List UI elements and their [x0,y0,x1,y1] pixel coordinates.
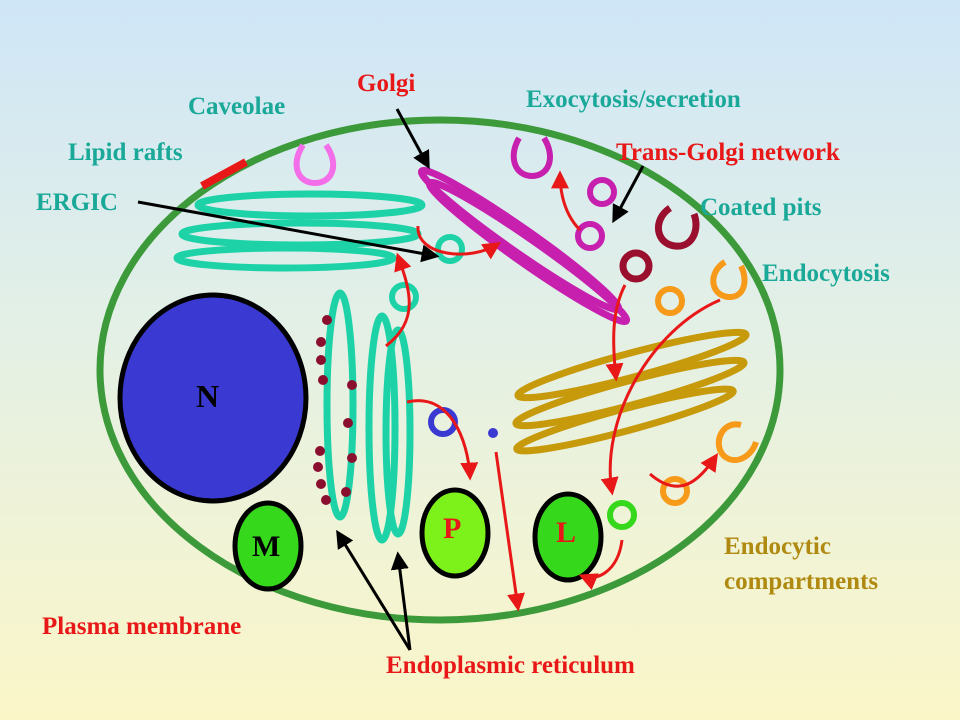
golgi-vesicle [575,221,605,251]
trans-golgi-label: Trans-Golgi network [616,139,840,166]
coated-pits-label: Coated pits [700,194,822,221]
lipid-raft [200,158,248,190]
endocytic-compartments-label-2: compartments [724,568,879,595]
arrow-to-endocytic [605,284,627,382]
er-ribosomes [313,315,357,505]
er-stack [323,289,414,544]
endosome-vesicle [607,500,637,530]
arrow-to-peroxisome [406,399,479,481]
golgi-vesicle [587,177,617,207]
arrow-golgi-to-exocytosis [551,170,582,232]
secretory-pit [715,421,759,463]
endocytic-compartments-label-1: Endocytic [724,533,831,560]
pointer-golgi [395,108,430,170]
arrow-recycling [649,453,718,488]
arrow-ergic-to-golgi [416,225,502,260]
endocytic-vesicle [655,286,685,316]
pointer-trans-golgi [612,165,645,224]
endocytic-pit [710,259,748,300]
peroxisome [419,487,491,579]
lipid-rafts-label: Lipid rafts [68,139,183,166]
nucleus-label: N [196,378,220,414]
golgi-label: Golgi [357,70,416,97]
lysosome-label: L [556,516,577,549]
er-label: Endoplasmic reticulum [386,652,635,679]
lysosome [532,491,604,583]
ergic-label: ERGIC [36,189,118,216]
pointer-er-1 [336,529,412,651]
ergic-vesicle [435,234,465,264]
plasma-membrane-label: Plasma membrane [42,613,242,640]
arrow-er-to-ergic [385,252,412,348]
small-vesicle [488,428,498,438]
golgi-stack [417,166,631,326]
coated-vesicle [619,249,653,283]
exocytic-vesicle [510,136,553,180]
plasma-membrane [96,116,784,624]
peroxisome-vesicle [428,407,458,437]
pointer-er-2 [390,551,412,651]
peroxisome-label: P [443,512,462,545]
coated-pit [654,205,700,250]
nucleus [117,292,309,504]
pointer-ergic [137,200,440,263]
er-vesicle [389,282,419,312]
arrow-endocytic-to-endosome [600,298,721,496]
mitochondrion [232,500,304,592]
caveolae-label: Caveolae [188,93,286,120]
mitochondrion-label: M [252,530,281,563]
exocytosis-label: Exocytosis/secretion [526,86,741,113]
endocytic-vesicle [660,476,690,506]
endocytosis-label: Endocytosis [762,260,890,287]
caveola-vesicle [293,143,337,187]
arrow-endosome-to-lysosome [578,539,624,590]
arrow-secretion-down [494,451,525,612]
